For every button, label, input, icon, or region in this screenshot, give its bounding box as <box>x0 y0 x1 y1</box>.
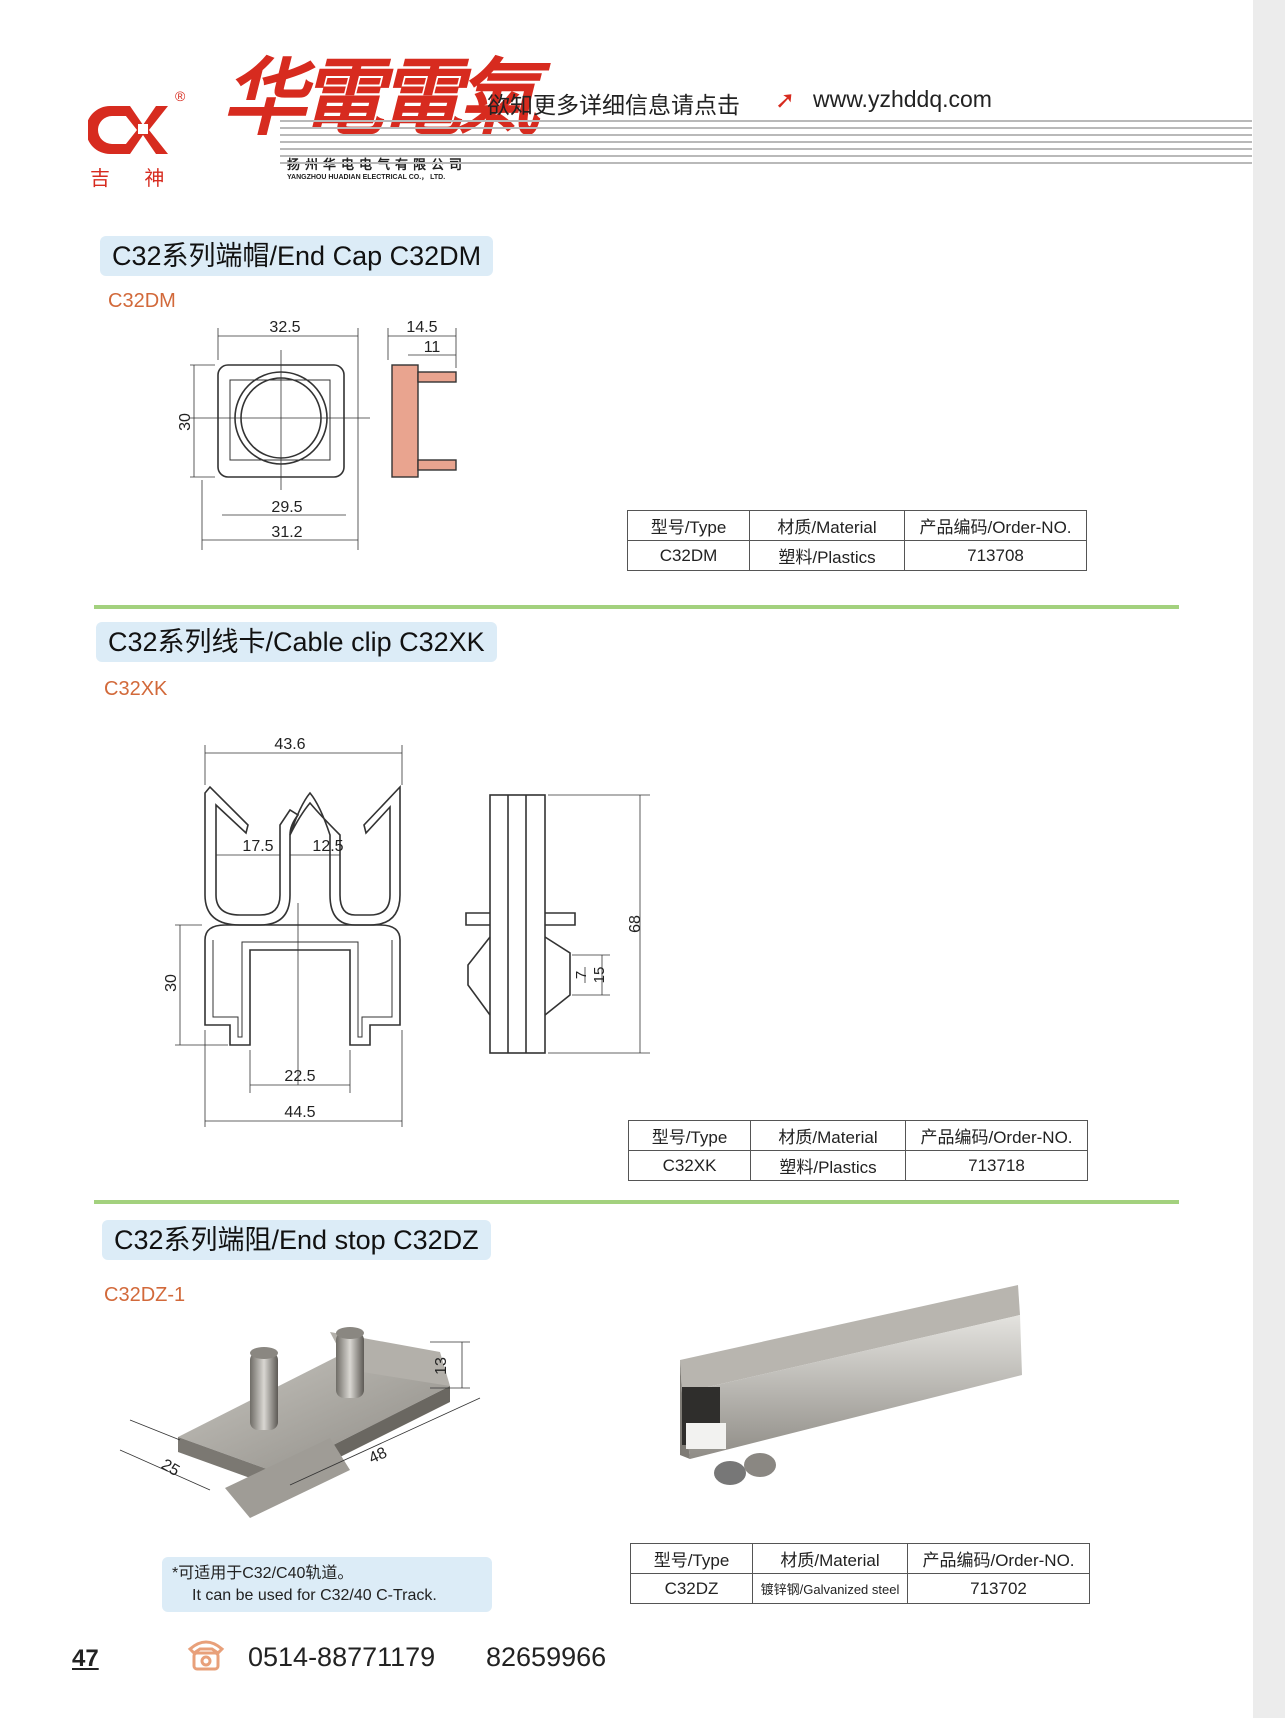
cell-material: 塑料/Plastics <box>750 1150 906 1181</box>
brand-sub-chinese: 吉 神 <box>90 166 179 190</box>
table-header-row: 型号/Type 材质/Material 产品编码/Order-NO. <box>630 1543 1090 1574</box>
dim-43-6: 43.6 <box>274 736 305 753</box>
track-end-stop-photo <box>680 1285 1022 1485</box>
section-title-cable-clip: C32系列线卡/Cable clip C32XK <box>96 622 497 662</box>
table-header-order-no: 产品编码/Order-NO. <box>907 1543 1090 1574</box>
model-label-c32xk: C32XK <box>104 678 168 700</box>
dim-29-5: 29.5 <box>271 499 302 516</box>
phone-number-2: 82659966 <box>486 1642 607 1672</box>
table-header-type: 型号/Type <box>627 510 750 541</box>
cell-order-no: 713718 <box>905 1150 1088 1181</box>
table-header-type: 型号/Type <box>628 1120 751 1151</box>
section-title-end-stop: C32系列端阻/End stop C32DZ <box>102 1220 491 1260</box>
cell-type: C32DM <box>627 540 750 571</box>
model-label-c32dz-1: C32DZ-1 <box>104 1284 186 1306</box>
dim-22-5: 22.5 <box>284 1068 315 1085</box>
table-header-material: 材质/Material <box>749 510 905 541</box>
table-header-order-no: 产品编码/Order-NO. <box>904 510 1087 541</box>
table-row: C32XK 塑料/Plastics 713718 <box>628 1150 1088 1181</box>
table-header-row: 型号/Type 材质/Material 产品编码/Order-NO. <box>628 1120 1088 1151</box>
dim-44-5: 44.5 <box>284 1104 315 1121</box>
dim-14-5: 14.5 <box>406 319 437 336</box>
dim-13: 13 <box>433 1357 450 1375</box>
table-row: C32DM 塑料/Plastics 713708 <box>627 540 1087 571</box>
cable-clip-drawing: 43.6 17.5 12.5 30 22.5 44.5 68 7 15 <box>163 736 650 1127</box>
note-line-en: It can be used for C32/40 C-Track. <box>192 1587 437 1604</box>
dim-30-clip: 30 <box>163 974 180 992</box>
note-line-cn: *可适用于C32/C40轨道。 <box>172 1565 354 1582</box>
page-number: 47 <box>72 1645 99 1672</box>
model-label-c32dm: C32DM <box>108 290 176 312</box>
company-name-cn: 扬州华电电气有限公司 <box>287 157 468 172</box>
dim-25: 25 <box>158 1456 182 1480</box>
dim-68: 68 <box>627 915 644 933</box>
header-info-text: 欲知更多详细信息请点击 <box>487 92 740 118</box>
spec-table-c32xk: 型号/Type 材质/Material 产品编码/Order-NO. C32XK… <box>628 1120 1088 1181</box>
spec-table-c32dm: 型号/Type 材质/Material 产品编码/Order-NO. C32DM… <box>627 510 1087 571</box>
cx-logo-icon <box>88 106 168 154</box>
dim-17-5: 17.5 <box>242 838 273 855</box>
table-header-order-no: 产品编码/Order-NO. <box>905 1120 1088 1151</box>
telephone-icon <box>187 1640 225 1671</box>
table-header-material: 材质/Material <box>752 1543 908 1574</box>
dim-48: 48 <box>366 1444 389 1467</box>
cell-type: C32XK <box>628 1150 751 1181</box>
end-stop-photo: 13 25 48 <box>119 1327 481 1518</box>
dim-12-5: 12.5 <box>312 838 343 855</box>
end-cap-drawing: 32.5 14.5 11 30 29.5 31.2 <box>177 319 457 550</box>
website-link[interactable]: www.yzhddq.com <box>813 86 992 112</box>
cell-order-no: 713708 <box>904 540 1087 571</box>
company-name-en: YANGZHOU HUADIAN ELECTRICAL CO.， LTD. <box>287 174 446 181</box>
section-divider <box>94 1200 1179 1204</box>
dim-7: 7 <box>573 971 590 979</box>
section-divider <box>94 605 1179 609</box>
dim-15: 15 <box>591 967 608 984</box>
dim-32-5: 32.5 <box>269 319 300 336</box>
table-row: C32DZ 镀锌钢/Galvanized steel 713702 <box>630 1573 1090 1604</box>
cell-material: 镀锌钢/Galvanized steel <box>752 1573 908 1604</box>
dim-30: 30 <box>177 413 194 431</box>
header-stripes <box>280 120 1252 180</box>
table-header-row: 型号/Type 材质/Material 产品编码/Order-NO. <box>627 510 1087 541</box>
page-edge-shade <box>1253 0 1285 1718</box>
click-arrow-icon: ➚ <box>775 87 796 114</box>
dim-11: 11 <box>424 339 441 356</box>
cell-order-no: 713702 <box>907 1573 1090 1604</box>
brand-script-logo: 华電電氣 <box>222 48 540 147</box>
spec-table-c32dz: 型号/Type 材质/Material 产品编码/Order-NO. C32DZ… <box>630 1543 1090 1604</box>
registered-mark: ® <box>175 88 186 104</box>
table-header-material: 材质/Material <box>750 1120 906 1151</box>
cell-type: C32DZ <box>630 1573 753 1604</box>
phone-number-1: 0514-88771179 <box>248 1642 436 1672</box>
cell-material: 塑料/Plastics <box>749 540 905 571</box>
compatibility-note: *可适用于C32/C40轨道。 It can be used for C32/4… <box>162 1557 492 1612</box>
section-title-end-cap: C32系列端帽/End Cap C32DM <box>100 236 494 276</box>
dim-31-2: 31.2 <box>271 524 302 541</box>
table-header-type: 型号/Type <box>630 1543 753 1574</box>
